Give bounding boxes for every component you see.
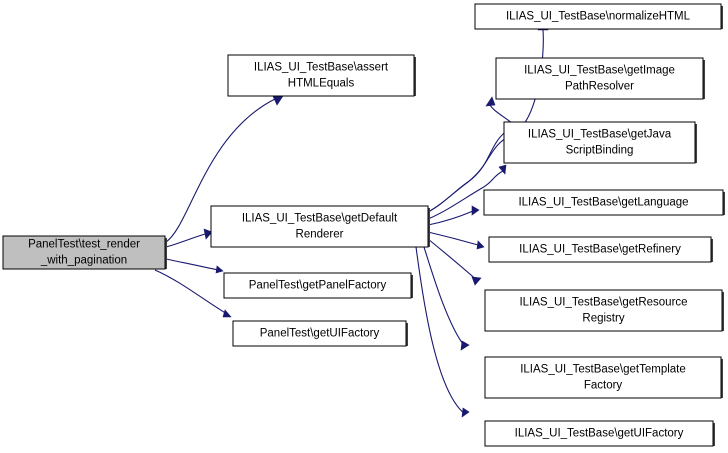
- arrowhead-icon: [471, 205, 480, 216]
- node-rect[interactable]: [488, 236, 712, 263]
- node-panel-test-getpanelfactory[interactable]: PanelTest\getPanelFactory: [223, 272, 413, 299]
- edge-getDefaultRenderer-to-getRefinery: [427, 231, 485, 250]
- node-rect[interactable]: [210, 205, 429, 248]
- arrowhead-icon: [471, 276, 482, 286]
- edge-line: [427, 29, 544, 213]
- node-label-line-2: ScriptBinding: [566, 145, 634, 157]
- node-panel-test-getuifactory[interactable]: PanelTest\getUIFactory: [232, 320, 408, 347]
- node-ilias-ui-testbase-getuifactory[interactable]: ILIAS_UI_TestBase\getUIFactory: [484, 420, 715, 447]
- edge-line: [154, 269, 228, 315]
- node-label-line-1: ILIAS_UI_TestBase\assert: [254, 62, 389, 74]
- node-label-line-1: ILIAS_UI_TestBase\getLanguage: [518, 197, 688, 209]
- node-label-line-1: PanelTest\test_render: [28, 239, 140, 251]
- node-label-line-1: ILIAS_UI_TestBase\getRefinery: [519, 244, 681, 256]
- edge-root-to-getPanelFactory: [165, 258, 224, 274]
- edge-line: [427, 231, 479, 246]
- node-label-line-2: HTMLEquals: [288, 78, 355, 90]
- edge-line: [423, 246, 466, 348]
- node-label-line-1: ILIAS_UI_TestBase\getResource: [519, 297, 687, 309]
- node-label-line-2: PathResolver: [565, 81, 634, 93]
- arrowhead-icon: [203, 228, 213, 240]
- edge-getDefaultRenderer-to-getTemplateFactory: [423, 246, 470, 351]
- edge-getDefaultRenderer-to-getResourceRegistry: [427, 238, 482, 286]
- node-rect[interactable]: [503, 121, 696, 164]
- arrowhead-icon: [485, 96, 496, 107]
- node-rect[interactable]: [495, 57, 704, 100]
- node-rect[interactable]: [474, 3, 722, 30]
- node-label-line-1: PanelTest\getPanelFactory: [249, 280, 387, 292]
- node-label-line-2: _with_pagination: [40, 255, 127, 267]
- node-rect[interactable]: [484, 420, 714, 447]
- node-label-line-1: ILIAS_UI_TestBase\getJava: [528, 129, 672, 141]
- node-rect[interactable]: [2, 235, 166, 270]
- node-ilias-ui-testbase-normalizehtml[interactable]: ILIAS_UI_TestBase\normalizeHTML: [474, 3, 723, 30]
- arrowhead-icon: [222, 309, 232, 318]
- edge-line: [427, 238, 479, 282]
- node-label-line-1: ILIAS_UI_TestBase\getTemplate: [520, 364, 686, 376]
- node-label-line-2: Registry: [582, 313, 624, 325]
- node-ilias-ui-testbase-getrefinery[interactable]: ILIAS_UI_TestBase\getRefinery: [488, 236, 713, 263]
- edge-line: [427, 103, 515, 213]
- arrowhead-icon: [215, 265, 224, 274]
- edge-getDefaultRenderer-to-getImagePathResolver: [427, 96, 515, 213]
- node-label-line-1: ILIAS_UI_TestBase\getUIFactory: [515, 428, 684, 440]
- node-rect[interactable]: [232, 320, 407, 347]
- node-rect[interactable]: [484, 356, 722, 399]
- edge-getDefaultRenderer-to-getJavaScriptBinding: [427, 164, 507, 220]
- node-ilias-ui-testbase-getlanguage[interactable]: ILIAS_UI_TestBase\getLanguage: [483, 189, 725, 216]
- edge-root-to-getDefaultRenderer: [165, 228, 213, 248]
- edge-line: [415, 246, 466, 415]
- node-label-line-2: Renderer: [296, 229, 344, 241]
- node-panel-test-test-render-with-pagination[interactable]: PanelTest\test_render _with_pagination: [2, 235, 167, 270]
- arrowhead-icon: [461, 407, 470, 418]
- edge-line: [165, 258, 219, 271]
- arrowhead-icon: [498, 164, 507, 175]
- node-rect[interactable]: [484, 289, 723, 332]
- node-label-line-1: ILIAS_UI_TestBase\getImage: [524, 65, 675, 77]
- edge-getDefaultRenderer-to-getLanguage: [427, 205, 480, 226]
- nodes-layer: PanelTest\test_render_with_paginationILI…: [2, 3, 725, 447]
- node-label-line-1: ILIAS_UI_TestBase\normalizeHTML: [506, 11, 691, 23]
- node-label-line-1: ILIAS_UI_TestBase\getDefault: [242, 213, 398, 225]
- edge-line: [427, 170, 504, 220]
- arrowhead-icon: [460, 340, 470, 351]
- edge-line: [165, 233, 206, 248]
- node-rect[interactable]: [483, 189, 724, 216]
- edge-line: [165, 98, 276, 243]
- edge-line: [427, 210, 474, 226]
- edge-root-to-getUIFactoryPanel: [154, 269, 232, 318]
- edge-getDefaultRenderer-to-getUIFactoryBase: [415, 246, 470, 418]
- node-label-line-2: Factory: [584, 380, 623, 392]
- node-rect[interactable]: [223, 272, 412, 299]
- arrowhead-icon: [476, 240, 485, 250]
- node-label-line-1: PanelTest\getUIFactory: [260, 328, 380, 340]
- node-rect[interactable]: [227, 54, 415, 97]
